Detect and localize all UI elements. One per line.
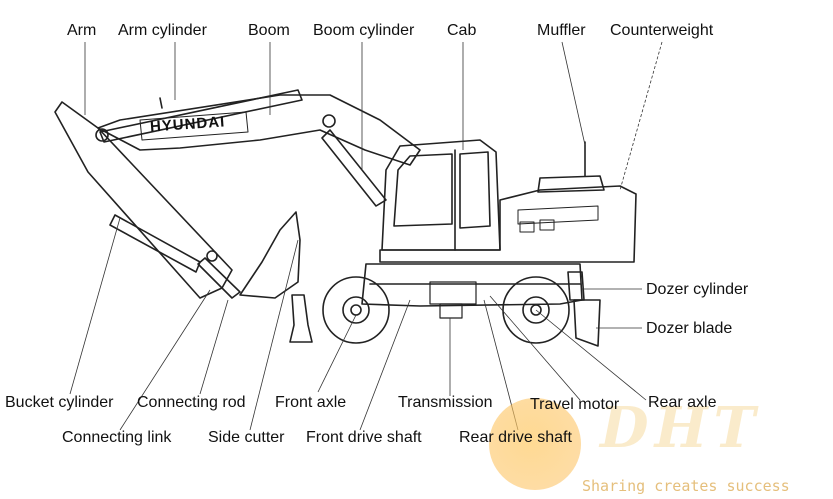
label-dozer-cylinder: Dozer cylinder [646, 281, 749, 298]
undercarriage [361, 263, 583, 307]
label-transmission: Transmission [398, 394, 493, 411]
leader-muffler [561, 41, 586, 146]
label-travel-motor: Travel motor [530, 396, 620, 413]
boom [97, 94, 421, 166]
watermark-arrow-badge [489, 398, 581, 490]
cab [381, 139, 501, 251]
label-counterweight: Counterweight [610, 22, 714, 39]
leader-side-cutter [249, 239, 299, 431]
upper-structure [379, 185, 637, 263]
boom-cylinder [321, 129, 387, 207]
watermark-tagline: Sharing creates success [582, 477, 790, 495]
arm-cylinder [99, 89, 303, 143]
leader-front-drive-shaft [359, 299, 411, 431]
label-rear-axle: Rear axle [648, 394, 717, 411]
rear-wheel [502, 276, 570, 344]
connecting-rod [197, 257, 241, 299]
watermark-logo-letters: DHT [600, 395, 762, 461]
leader-bucket-cylinder [69, 217, 121, 395]
front-wheel [322, 276, 390, 344]
leader-front-axle [317, 314, 357, 393]
label-front-drive-shaft: Front drive shaft [306, 429, 422, 446]
label-connecting-link: Connecting link [62, 429, 172, 446]
label-rear-drive-shaft: Rear drive shaft [459, 429, 572, 446]
label-side-cutter: Side cutter [208, 429, 285, 446]
side-cutter [289, 294, 313, 343]
label-cab: Cab [447, 22, 477, 39]
leader-counterweight [619, 41, 663, 191]
label-arm: Arm [67, 22, 97, 39]
label-arm-cylinder: Arm cylinder [118, 22, 207, 39]
label-muffler: Muffler [537, 22, 586, 39]
label-bucket-cylinder: Bucket cylinder [5, 394, 114, 411]
bucket [239, 211, 301, 299]
leader-rear-axle [535, 309, 647, 401]
label-front-axle: Front axle [275, 394, 347, 411]
bucket-cylinder [109, 214, 201, 273]
leader-travel-motor [489, 295, 581, 401]
leader-connecting-link [119, 289, 211, 431]
label-boom-cylinder: Boom cylinder [313, 22, 415, 39]
leader-connecting-rod [199, 299, 229, 395]
dozer-blade [573, 299, 601, 347]
label-dozer-blade: Dozer blade [646, 320, 733, 337]
label-boom: Boom [248, 22, 290, 39]
label-connecting-rod: Connecting rod [137, 394, 246, 411]
